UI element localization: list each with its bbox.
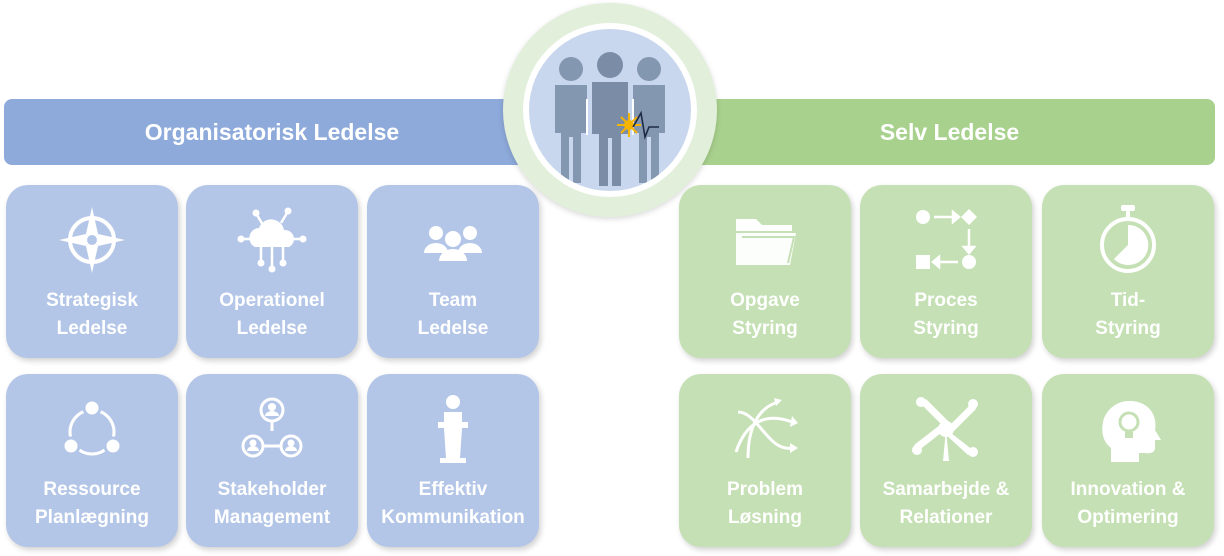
tile-opgave-styring: Opgave Styring — [679, 185, 851, 358]
tile-label: Team Ledelse — [417, 290, 489, 339]
tile-effektiv-kommunikation: Effektiv Kommunikation — [367, 374, 539, 547]
tile-ressource-planlaegning: Ressource Planlægning — [6, 374, 178, 547]
process-flow-icon — [916, 209, 977, 270]
joined-hands-icon — [912, 397, 978, 461]
tile-innovation-optimering: Innovation & Optimering — [1042, 374, 1214, 547]
tile-label: Opgave Styring — [730, 290, 800, 339]
stopwatch-icon — [1100, 205, 1156, 273]
tile-problem-loesning: Problem Løsning — [679, 374, 851, 547]
tile-label: Proces Styring — [913, 290, 979, 339]
center-emblem — [503, 3, 717, 217]
banner-title: Organisatorisk Ledelse — [144, 118, 400, 145]
organisational-leadership-banner: Organisatorisk Ledelse — [4, 99, 540, 165]
tile-team-ledelse: Team Ledelse — [367, 185, 539, 358]
tile-tid-styring: Tid- Styring — [1042, 185, 1214, 358]
folder-icon — [736, 219, 796, 265]
head-lightbulb-icon — [1102, 400, 1161, 462]
tile-label: Problem Løsning — [726, 479, 804, 528]
tile-operationel-ledelse: Operationel Ledelse — [186, 185, 358, 358]
tile-samarbejde-relationer: Samarbejde & Relationer — [860, 374, 1032, 547]
tile-label: Tid- Styring — [1095, 290, 1161, 339]
tile-label: Effektiv Kommunikation — [381, 479, 525, 528]
tile-label: Samarbejde & Relationer — [882, 479, 1010, 528]
tile-label: Stakeholder Management — [213, 479, 331, 528]
tile-label: Ressource Planlægning — [35, 479, 149, 528]
tile-proces-styring: Proces Styring — [860, 185, 1032, 358]
tile-strategisk-ledelse: Strategisk Ledelse — [6, 185, 178, 358]
speaker-podium-icon — [438, 395, 468, 463]
compass-icon — [59, 207, 125, 273]
tile-label: Operationel Ledelse — [219, 290, 325, 339]
tile-stakeholder-management: Stakeholder Management — [186, 374, 358, 547]
cycle-icon — [61, 398, 123, 456]
self-leadership-banner: Selv Ledelse — [684, 99, 1215, 165]
people-group-icon — [555, 52, 665, 186]
team-icon — [424, 226, 482, 261]
tile-label: Strategisk Ledelse — [46, 290, 138, 339]
stakeholder-hierarchy-icon — [241, 397, 303, 458]
cloud-network-icon — [237, 207, 307, 273]
banner-title: Selv Ledelse — [879, 118, 1020, 145]
tile-label: Innovation & Optimering — [1070, 479, 1186, 528]
tangled-arrows-icon — [734, 398, 798, 459]
